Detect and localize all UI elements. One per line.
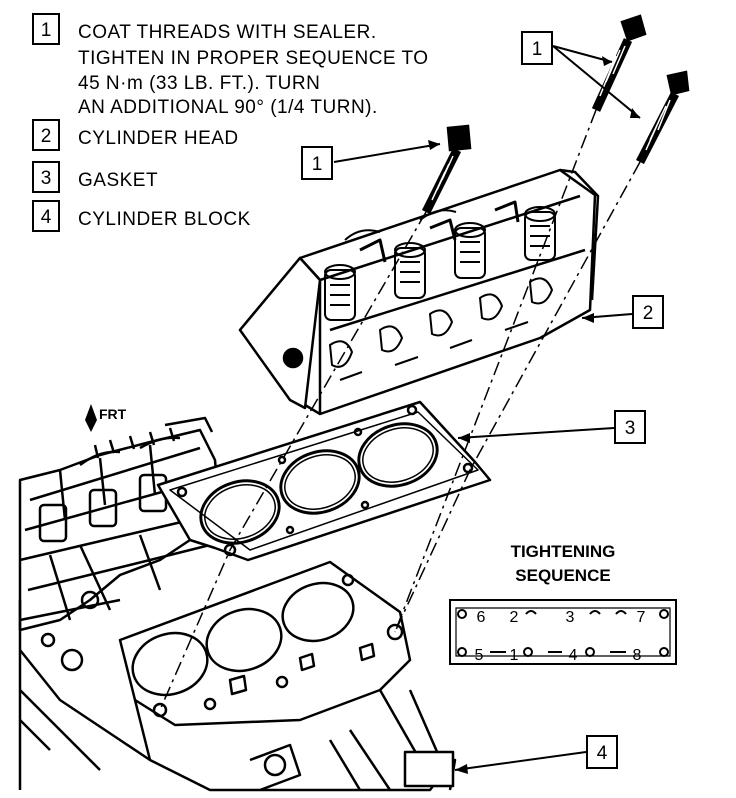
callout-num-bolt-left: 1 — [312, 154, 323, 175]
legend-num-2: 2 — [41, 126, 52, 147]
sequence-bolt-2: 2 — [510, 609, 519, 626]
callout-bolt-left: 1 — [301, 140, 441, 180]
legend-text-1-line-1: COAT THREADS WITH SEALER. — [78, 22, 377, 43]
bolt-alignment-lines — [159, 109, 641, 711]
head-bolt-3 — [421, 124, 472, 215]
callout-num-head: 2 — [643, 303, 654, 324]
head-gasket-illustration — [156, 400, 492, 562]
legend-text-1-line-2: TIGHTEN IN PROPER SEQUENCE TO — [78, 48, 429, 69]
callout-cylinder-head: 2 — [581, 295, 664, 329]
legend: 1 COAT THREADS WITH SEALER. TIGHTEN IN P… — [32, 13, 429, 232]
cylinder-head-illustration — [238, 168, 600, 416]
sequence-bolt-4: 4 — [569, 647, 578, 664]
callout-bolt-top: 1 — [521, 31, 641, 119]
legend-text-1-line-3: 45 N·m (33 LB. FT.). TURN — [78, 73, 320, 94]
front-indicator: FRT — [85, 404, 127, 432]
legend-text-3: GASKET — [78, 170, 158, 191]
tightening-sequence: TIGHTENING SEQUENCE 6 2 3 7 5 1 4 8 — [449, 542, 677, 665]
callout-num-gasket: 3 — [625, 418, 636, 439]
sequence-bolt-1: 1 — [510, 647, 519, 664]
front-arrow-icon — [85, 404, 97, 432]
head-bolts — [421, 14, 690, 215]
head-bolt-1 — [591, 14, 647, 112]
sequence-bolt-3: 3 — [566, 609, 575, 626]
legend-item-3: 3 GASKET — [32, 161, 158, 193]
callout-cylinder-block: 4 — [454, 735, 618, 774]
sequence-title-line-2: SEQUENCE — [515, 566, 610, 585]
sequence-bolt-7: 7 — [637, 609, 646, 626]
sequence-bolt-8: 8 — [633, 647, 642, 664]
front-label: FRT — [99, 406, 127, 422]
legend-num-1: 1 — [41, 20, 52, 41]
legend-item-4: 4 CYLINDER BLOCK — [32, 200, 251, 232]
legend-num-4: 4 — [41, 207, 52, 228]
legend-text-4: CYLINDER BLOCK — [78, 209, 251, 230]
legend-item-1: 1 COAT THREADS WITH SEALER. TIGHTEN IN P… — [32, 13, 429, 118]
legend-text-1-line-4: AN ADDITIONAL 90° (1/4 TURN). — [78, 97, 378, 118]
callout-num-block: 4 — [597, 743, 608, 764]
callout-num-bolt-top: 1 — [532, 39, 543, 60]
callout-gasket: 3 — [457, 410, 646, 444]
sequence-title-line-1: TIGHTENING — [511, 542, 616, 561]
legend-text-2: CYLINDER HEAD — [78, 128, 239, 149]
sequence-bolt-5: 5 — [475, 647, 484, 664]
legend-num-3: 3 — [41, 168, 52, 189]
legend-item-2: 2 CYLINDER HEAD — [32, 119, 239, 151]
sequence-bolt-6: 6 — [477, 609, 486, 626]
head-bolt-2 — [635, 70, 690, 165]
